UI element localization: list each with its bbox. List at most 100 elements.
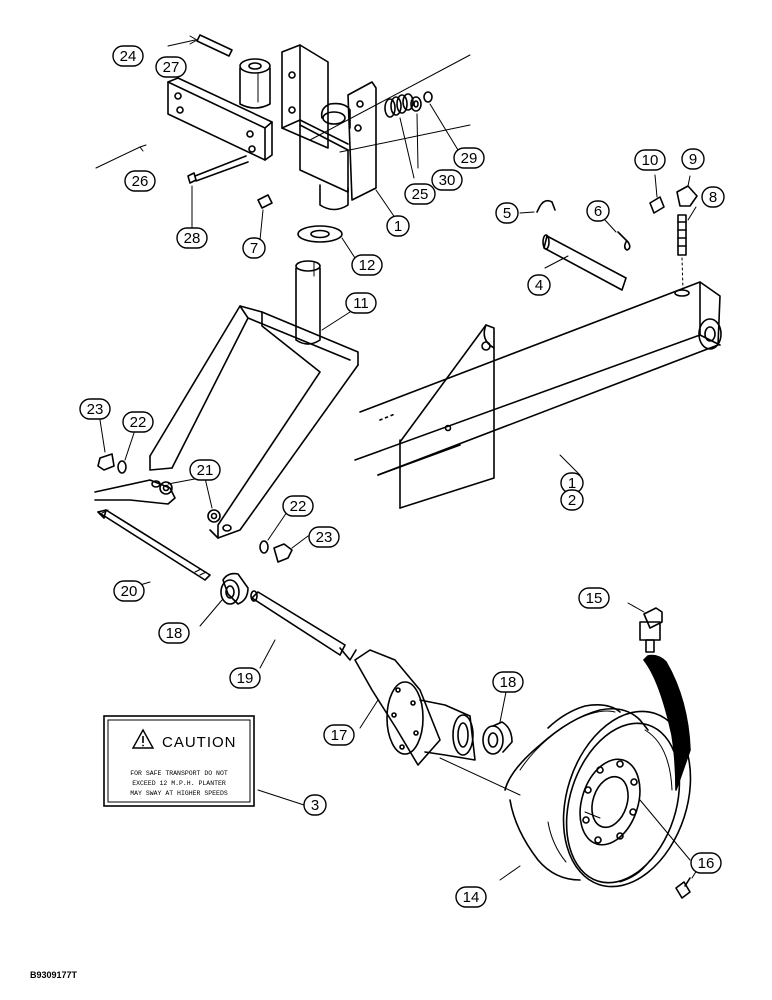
callout-number: 22 xyxy=(290,498,307,515)
callout-bubble xyxy=(158,622,190,644)
callout-26: 26 xyxy=(124,170,156,192)
washer-22-left xyxy=(117,432,135,474)
spring-25 xyxy=(384,93,415,179)
callout-bubble xyxy=(79,398,111,420)
callout-number: 2 xyxy=(568,492,576,509)
bolt-28 xyxy=(187,155,249,233)
callout-bubble xyxy=(122,411,154,433)
ball-29 xyxy=(423,91,459,151)
callout-bubble xyxy=(492,671,524,693)
stud-20 xyxy=(97,509,211,589)
callout-number: 5 xyxy=(503,205,511,222)
callout-7: 7 xyxy=(242,237,266,259)
callout-bubble xyxy=(701,186,725,208)
callout-number: 29 xyxy=(461,150,478,167)
callout-number: 25 xyxy=(412,186,429,203)
washer-12 xyxy=(297,225,356,259)
callout-8: 8 xyxy=(701,186,725,208)
elbow-9 xyxy=(676,175,698,207)
callout-4: 4 xyxy=(527,274,551,296)
washer-30 xyxy=(410,96,422,169)
callout-28: 28 xyxy=(176,227,208,249)
callout-number: 6 xyxy=(594,203,602,220)
callout-21: 21 xyxy=(189,459,221,481)
callout-bubble xyxy=(113,580,145,602)
figure-id: B9309177T xyxy=(30,970,78,980)
callout-15: 15 xyxy=(578,587,610,609)
callout-number: 16 xyxy=(698,855,715,872)
callout-bubble xyxy=(176,227,208,249)
callout-bubble xyxy=(282,495,314,517)
callout-30: 30 xyxy=(431,169,463,191)
roll-pin xyxy=(167,34,233,57)
callout-bubble xyxy=(453,147,485,169)
caution-line: MAY SWAY AT HIGHER SPEEDS xyxy=(130,790,228,797)
callout-bubble xyxy=(112,45,144,67)
callout-number: 23 xyxy=(87,401,104,418)
callout-number: 1 xyxy=(394,218,402,235)
callout-number: 10 xyxy=(642,152,659,169)
callout-bubble xyxy=(155,56,187,78)
callout-bubble xyxy=(586,200,610,222)
callout-number: 8 xyxy=(709,189,717,206)
callout-22: 22 xyxy=(282,495,314,517)
callout-bubble xyxy=(455,886,487,908)
callout-bubble xyxy=(431,169,463,191)
caution-line: EXCEED 12 M.P.H. PLANTER xyxy=(132,780,226,787)
callout-number: 27 xyxy=(163,59,180,76)
callout-3: 3 xyxy=(303,794,327,816)
bearing-18-right xyxy=(482,691,513,755)
callout-bubble xyxy=(242,237,266,259)
callout-number: 1 xyxy=(568,475,576,492)
callout-bubble xyxy=(189,459,221,481)
stud-8 xyxy=(677,206,697,291)
caution-line: FOR SAFE TRANSPORT DO NOT xyxy=(130,770,228,777)
callout-bubble xyxy=(560,489,584,511)
callout-number: 9 xyxy=(689,151,697,168)
washer-21-a xyxy=(159,481,173,495)
callout-number: 14 xyxy=(463,889,480,906)
cotter-6 xyxy=(604,219,631,251)
callout-11: 11 xyxy=(345,292,377,314)
callout-bubble xyxy=(229,667,261,689)
callout-number: 18 xyxy=(500,674,517,691)
callout-bubble xyxy=(634,149,666,171)
frame-arm xyxy=(354,281,722,509)
callout-5: 5 xyxy=(495,202,519,224)
callout-number: 4 xyxy=(535,277,543,294)
callout-number: 22 xyxy=(130,414,147,431)
callout-19: 19 xyxy=(229,667,261,689)
callout-16: 16 xyxy=(690,852,722,874)
spindle-19 xyxy=(250,590,357,669)
bushing-27 xyxy=(239,58,271,109)
callout-bubble xyxy=(578,587,610,609)
callout-27: 27 xyxy=(155,56,187,78)
callout-number: 3 xyxy=(311,797,319,814)
callout-number: 7 xyxy=(250,240,258,257)
callout-number: 15 xyxy=(586,590,603,607)
wheel-bolt-16 xyxy=(675,869,698,899)
callout-number: 21 xyxy=(197,462,214,479)
mounting-plate xyxy=(95,77,273,169)
callout-12: 12 xyxy=(351,254,383,276)
washer-22-right xyxy=(259,511,288,554)
callout-bubble xyxy=(351,254,383,276)
callout-23: 23 xyxy=(79,398,111,420)
caution-title: CAUTION xyxy=(162,734,237,751)
callout-number: 26 xyxy=(132,173,149,190)
pin-4 xyxy=(542,234,627,291)
set-screw-7 xyxy=(257,194,273,241)
callout-number: 28 xyxy=(184,230,201,247)
callout-number: 18 xyxy=(166,625,183,642)
callout-18: 18 xyxy=(492,671,524,693)
callout-10: 10 xyxy=(634,149,666,171)
callout-bubble xyxy=(681,148,705,170)
callout-bubble xyxy=(527,274,551,296)
callout-6: 6 xyxy=(586,200,610,222)
callout-17: 17 xyxy=(323,724,355,746)
callout-bubble xyxy=(690,852,722,874)
callout-bubble xyxy=(303,794,327,816)
bearing-18-left xyxy=(199,572,249,627)
callout-bubble xyxy=(495,202,519,224)
hitch-pin-5 xyxy=(519,199,556,214)
